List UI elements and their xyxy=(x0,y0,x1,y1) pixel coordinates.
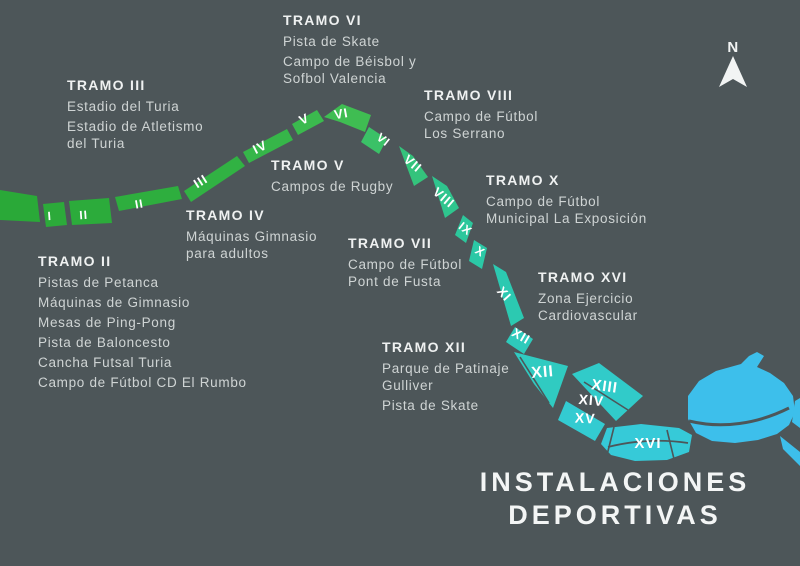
tramo-label-vi: TRAMO VI Pista de Skate Campo de Béisbol… xyxy=(283,13,416,90)
river-segment-xi xyxy=(493,264,524,326)
tramo-label-xvi: TRAMO XVI Zona Ejercicio Cardiovascular xyxy=(538,270,638,327)
tramo-label-v: TRAMO V Campos de Rugby xyxy=(271,158,393,198)
facility-line: Máquinas de Gimnasio xyxy=(38,295,191,310)
tramo-heading: TRAMO VIII xyxy=(424,87,514,103)
facility-line: Pista de Baloncesto xyxy=(38,335,171,350)
river-segment-viii xyxy=(432,176,459,218)
estuary-shape xyxy=(688,352,795,443)
river-segment-xii-a xyxy=(506,327,533,354)
facility-line: Zona Ejercicio xyxy=(538,291,634,306)
river-segment-v xyxy=(292,110,324,135)
tramo-heading: TRAMO X xyxy=(486,172,560,188)
tramo-label-ii: TRAMO II Pistas de Petanca Máquinas de G… xyxy=(38,254,247,394)
facility-line: Estadio de Atletismo xyxy=(67,119,204,134)
facility-line: Estadio del Turia xyxy=(67,99,180,114)
tramo-heading: TRAMO II xyxy=(38,253,112,269)
facility-line: Los Serrano xyxy=(424,126,506,141)
divider-line-xvi-left xyxy=(606,426,615,456)
facility-line: Pista de Skate xyxy=(283,34,380,49)
channel-line-estuary xyxy=(688,406,790,427)
estuary-tail xyxy=(780,436,800,466)
north-arrow-icon xyxy=(719,56,747,87)
river-segment-iii xyxy=(184,156,245,202)
segment-numeral-xvi: XVI xyxy=(634,435,661,452)
facility-line: Pista de Skate xyxy=(382,398,479,413)
facility-line: Cardiovascular xyxy=(538,308,638,323)
segment-numeral-i: I xyxy=(47,209,52,223)
tramo-label-iv: TRAMO IV Máquinas Gimnasio para adultos xyxy=(186,208,317,265)
north-arrow: N xyxy=(719,39,747,87)
map-title-line-2: DEPORTIVAS xyxy=(508,500,722,530)
facility-line: Pistas de Petanca xyxy=(38,275,159,290)
facility-line: Campo de Fútbol xyxy=(486,194,601,209)
tramo-heading: TRAMO XII xyxy=(382,339,467,355)
facility-line: Máquinas Gimnasio xyxy=(186,229,318,244)
north-arrow-label: N xyxy=(727,39,738,56)
facility-line: Cancha Futsal Turia xyxy=(38,355,173,370)
tramo-heading: TRAMO III xyxy=(67,77,146,93)
river-segment-start xyxy=(0,190,40,222)
river-segment-xiii-xiv xyxy=(572,363,643,421)
river-segment-xv xyxy=(558,401,605,441)
facility-line: Gulliver xyxy=(382,378,434,393)
facility-line: del Turia xyxy=(67,136,126,151)
channel-line-xvi xyxy=(607,439,689,448)
tramo-label-vii: TRAMO VII Campo de Fútbol Pont de Fusta xyxy=(348,236,462,293)
river-segment-ix xyxy=(455,215,473,243)
facility-line: Parque de Patinaje xyxy=(382,361,510,376)
facility-line: Campo de Fútbol xyxy=(348,257,463,272)
facility-line: para adultos xyxy=(186,246,269,261)
tramo-heading: TRAMO V xyxy=(271,157,345,173)
tramo-heading: TRAMO VI xyxy=(283,12,362,28)
divider-line-xiii-xiv xyxy=(583,381,629,411)
segment-numeral-vi-a: VI xyxy=(333,105,350,122)
river-segment-ii-b xyxy=(115,186,182,211)
tramo-label-iii: TRAMO III Estadio del Turia Estadio de A… xyxy=(67,78,203,155)
facility-line: Campo de Béisbol y xyxy=(283,54,417,69)
river-segment-vi-a xyxy=(324,104,371,132)
facility-line: Municipal La Exposición xyxy=(486,211,647,226)
segment-numeral-ii-a: II xyxy=(79,208,89,223)
estuary-corner-piece xyxy=(792,398,800,428)
map-title: INSTALACIONES DEPORTIVAS xyxy=(415,466,800,532)
map-title-line-1: INSTALACIONES xyxy=(479,467,751,497)
tramo-heading: TRAMO VII xyxy=(348,235,433,251)
river-segment-ii-a xyxy=(69,198,112,225)
river-segment-i xyxy=(43,202,67,227)
river-segment-vii xyxy=(399,146,428,186)
facility-line: Sofbol Valencia xyxy=(283,71,387,86)
segment-numeral-xiii: XIII xyxy=(590,376,619,397)
facility-line: Mesas de Ping-Pong xyxy=(38,315,176,330)
facility-line: Campo de Fútbol CD El Rumbo xyxy=(38,375,247,390)
facility-line: Campo de Fútbol xyxy=(424,109,539,124)
river-segment-x xyxy=(469,240,487,269)
tramo-label-viii: TRAMO VIII Campo de Fútbol Los Serrano xyxy=(424,88,538,145)
river-segment-xvi xyxy=(601,424,692,461)
tramo-heading: TRAMO IV xyxy=(186,207,265,223)
segment-numeral-iv: IV xyxy=(250,137,270,157)
segment-numeral-xii-b: XII xyxy=(531,363,555,382)
facility-line: Pont de Fusta xyxy=(348,274,442,289)
divider-line-xii xyxy=(519,356,550,404)
river-segment-vi-b xyxy=(361,127,387,154)
segment-numeral-ii-b: II xyxy=(134,196,145,211)
river-segment-xii-b xyxy=(514,352,568,408)
tramo-heading: TRAMO XVI xyxy=(538,269,628,285)
river-segment-iv xyxy=(243,129,293,163)
tramo-label-xii: TRAMO XII Parque de Patinaje Gulliver Pi… xyxy=(382,340,509,417)
segment-numeral-xv: XV xyxy=(575,409,596,426)
tramo-label-x: TRAMO X Campo de Fútbol Municipal La Exp… xyxy=(486,173,647,230)
segment-numeral-iii: III xyxy=(191,171,211,191)
segment-numeral-xiv: XIV xyxy=(578,391,605,409)
divider-line-xvi-right xyxy=(666,429,675,460)
facility-line: Campos de Rugby xyxy=(271,179,394,194)
